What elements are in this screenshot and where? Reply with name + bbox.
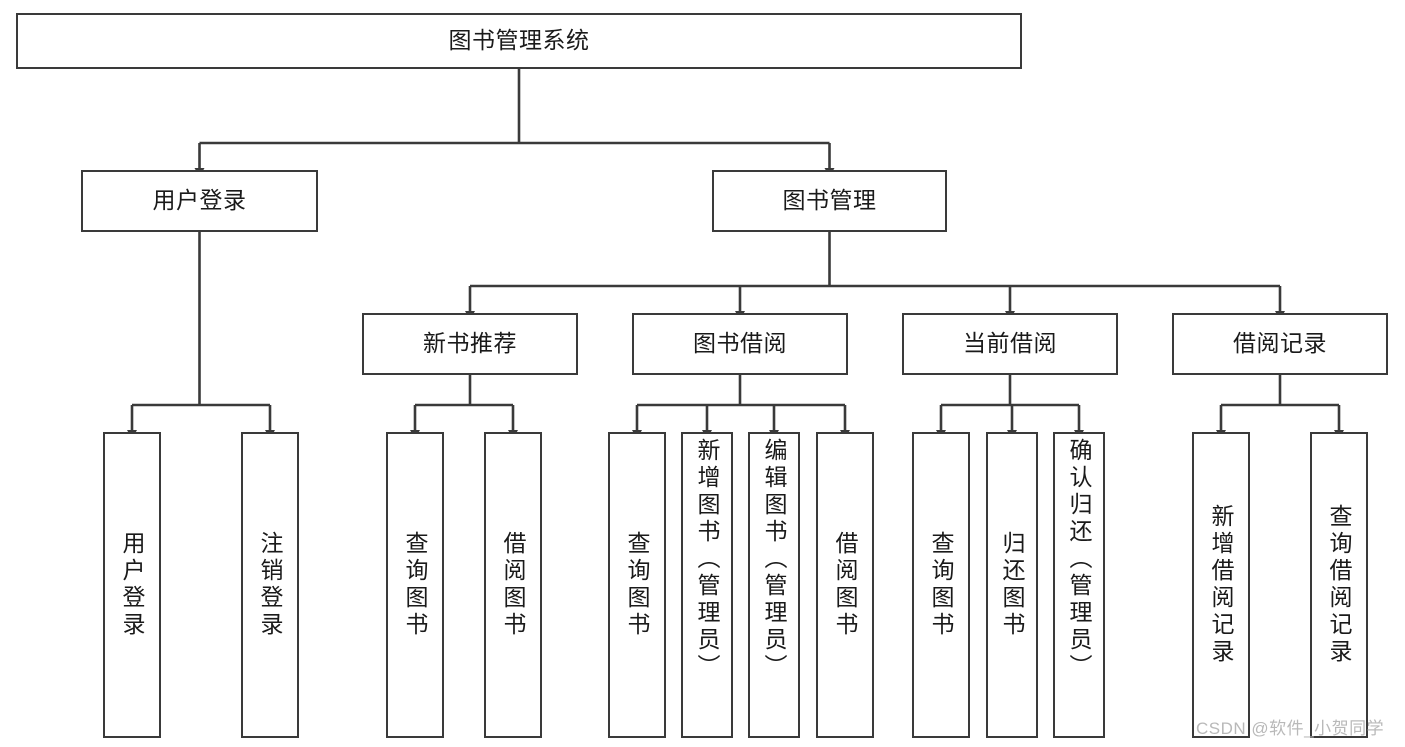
node-leaf-add-book-admin[interactable]: 新增图书（管理员） (681, 432, 733, 738)
node-current-borrow-label: 当前借阅 (963, 330, 1057, 357)
node-root-label: 图书管理系统 (448, 27, 590, 54)
node-book-borrow-label: 图书借阅 (693, 330, 787, 357)
node-book-management-label: 图书管理 (782, 187, 877, 214)
node-leaf-borrow-book[interactable]: 借阅图书 (816, 432, 874, 738)
node-leaf-add-borrow-record[interactable]: 新增借阅记录 (1192, 432, 1250, 738)
node-new-book-recommend[interactable]: 新书推荐 (362, 313, 578, 375)
node-book-borrow[interactable]: 图书借阅 (632, 313, 848, 375)
node-leaf-query-book-current[interactable]: 查询图书 (912, 432, 970, 738)
node-leaf-confirm-return-admin[interactable]: 确认归还（管理员） (1053, 432, 1105, 738)
node-root[interactable]: 图书管理系统 (16, 13, 1022, 69)
node-leaf-user-login[interactable]: 用户登录 (103, 432, 161, 738)
node-leaf-edit-book-admin[interactable]: 编辑图书（管理员） (748, 432, 800, 738)
node-leaf-query-borrow-record[interactable]: 查询借阅记录 (1310, 432, 1368, 738)
node-user-login[interactable]: 用户登录 (81, 170, 318, 232)
node-current-borrow[interactable]: 当前借阅 (902, 313, 1118, 375)
node-user-login-label: 用户登录 (152, 187, 247, 214)
node-book-management[interactable]: 图书管理 (712, 170, 947, 232)
node-leaf-return-book[interactable]: 归还图书 (986, 432, 1038, 738)
watermark-text: CSDN @软件_小贺同学 (1196, 719, 1385, 738)
node-borrow-records-label: 借阅记录 (1233, 330, 1327, 357)
node-leaf-query-book[interactable]: 查询图书 (608, 432, 666, 738)
node-borrow-records[interactable]: 借阅记录 (1172, 313, 1388, 375)
node-leaf-logout[interactable]: 注销登录 (241, 432, 299, 738)
node-new-book-recommend-label: 新书推荐 (423, 330, 517, 357)
node-leaf-borrow-book-new[interactable]: 借阅图书 (484, 432, 542, 738)
node-leaf-query-book-new[interactable]: 查询图书 (386, 432, 444, 738)
